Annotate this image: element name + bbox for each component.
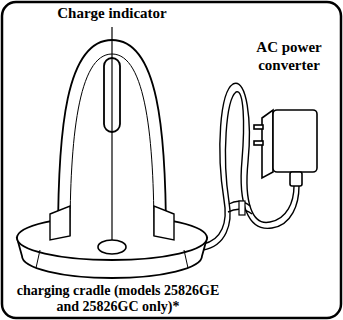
label-box: charging cradle (models 25826GE and 2582…	[4, 283, 232, 315]
part-label: AC power converter	[243, 38, 335, 74]
ac-adapter	[254, 110, 317, 186]
border-frame	[2, 2, 341, 318]
part-label: Charge indicator	[32, 4, 192, 22]
charge-indicator-light	[98, 240, 126, 254]
label-box: Charge indicator	[32, 4, 192, 22]
twist-tie	[239, 201, 245, 215]
caption-label: charging cradle (models 25826GE and 2582…	[4, 283, 232, 315]
label-box: AC power converter	[243, 38, 335, 74]
leader-line	[111, 27, 112, 240]
